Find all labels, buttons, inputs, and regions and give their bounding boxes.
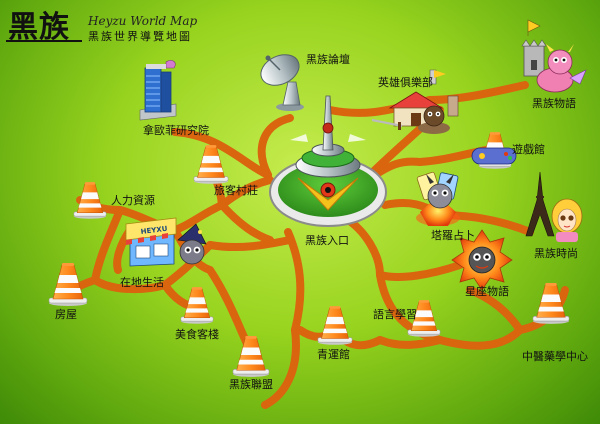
location-label-hr[interactable]: 人力資源 — [111, 194, 155, 207]
cone-alliance-icon — [232, 335, 270, 377]
central-plaza-icon[interactable] — [269, 95, 387, 227]
tarot-creature-icon[interactable] — [416, 171, 460, 226]
location-label-food[interactable]: 美食客棧 — [175, 328, 219, 341]
logo-title: 黑族 — [8, 10, 70, 45]
location-label-forum[interactable]: 黑族論壇 — [306, 53, 350, 66]
location-label-fortune[interactable]: 青運館 — [317, 348, 350, 361]
sword-icon — [371, 118, 403, 130]
heroes-club-icon[interactable] — [388, 69, 459, 134]
location-label-hostel[interactable]: 旅客村莊 — [214, 184, 258, 197]
location-label-language[interactable]: 語言學習 — [373, 308, 417, 321]
research-building-icon[interactable] — [139, 60, 177, 121]
logo-mark — [6, 40, 82, 42]
local-shop-icon[interactable]: HEYXU — [125, 217, 207, 267]
location-label-alliance[interactable]: 黑族聯盟 — [229, 378, 273, 391]
location-label-zodiac[interactable]: 星座物語 — [465, 285, 509, 298]
location-label-heroes-club[interactable]: 英雄俱樂部 — [378, 76, 433, 89]
location-label-story[interactable]: 黑族物語 — [532, 97, 576, 110]
location-label-entrance[interactable]: 黑族入口 — [305, 234, 349, 247]
logo-english-title: Heyzu World Map — [88, 14, 198, 28]
logo-subtitle: 黑族世界導覽地圖 — [88, 30, 192, 43]
location-label-house[interactable]: 房屋 — [55, 308, 77, 321]
location-label-chinese-medicine[interactable]: 中醫藥學中心 — [522, 350, 588, 363]
location-label-fashion[interactable]: 黑族時尚 — [534, 247, 578, 260]
location-label-research[interactable]: 拿歐菲研究院 — [143, 124, 209, 137]
location-label-local-life[interactable]: 在地生活 — [120, 276, 164, 289]
location-label-game-hall[interactable]: 遊戲館 — [512, 143, 545, 156]
story-castle-icon[interactable] — [521, 19, 587, 93]
satellite-dish-icon[interactable] — [256, 49, 304, 111]
zodiac-sun-icon[interactable] — [451, 229, 513, 291]
fashion-tower-icon[interactable] — [525, 171, 583, 242]
location-label-tarot[interactable]: 塔羅占卜 — [431, 229, 475, 242]
game-controller-icon[interactable] — [471, 147, 517, 165]
shop-sign-text: HEYXU — [140, 225, 168, 236]
cone-fortune-icon — [317, 305, 353, 345]
